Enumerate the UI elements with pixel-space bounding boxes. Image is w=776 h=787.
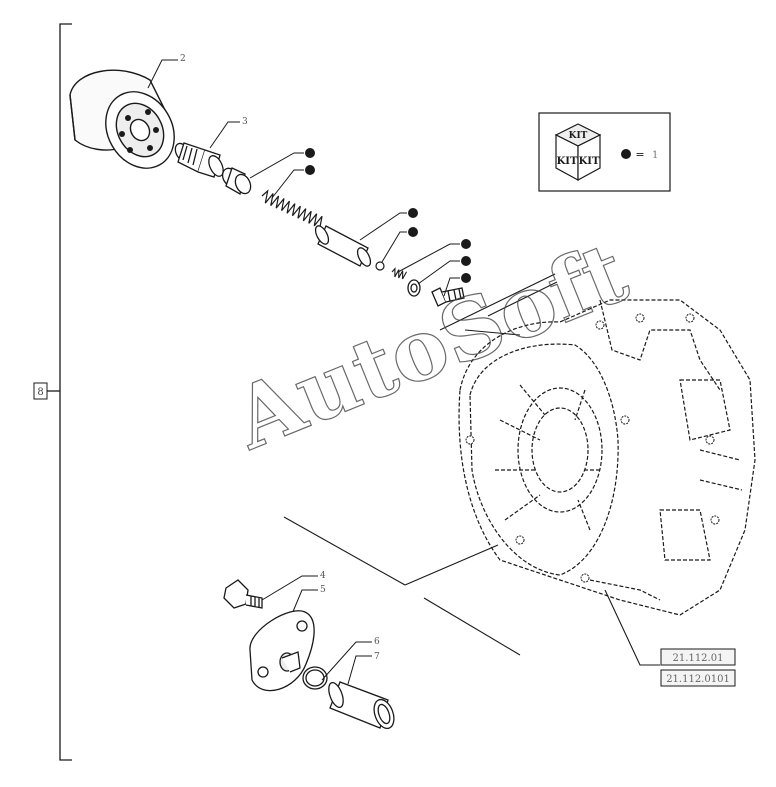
kit-badge-top: KIT — [569, 131, 588, 141]
reference-2-label: 21.112.0101 — [666, 674, 730, 685]
plug-bolt-part — [431, 287, 465, 307]
callout-7: 7 — [374, 652, 380, 662]
callout-numbers: 2 3 4 5 6 7 — [180, 54, 380, 662]
kit-number: 1 — [652, 150, 658, 161]
callout-3: 3 — [242, 117, 248, 127]
cover-plate-part — [249, 610, 315, 692]
reference-1[interactable]: 21.112.01 — [660, 648, 736, 666]
kit-bullet-icon — [305, 165, 315, 175]
callout-leaders — [147, 59, 372, 685]
section-label-box: 8 — [33, 382, 48, 400]
kit-bullet-icon — [408, 227, 418, 237]
kit-badge-left: KIT — [557, 156, 578, 167]
kit-bullet-icon — [621, 149, 631, 159]
kit-badge-right: KIT — [579, 156, 600, 167]
assembly-lines — [283, 273, 660, 666]
threaded-fitting-part — [174, 142, 224, 178]
kit-bullet-icon — [305, 148, 315, 158]
group-bracket — [47, 23, 72, 761]
callout-4: 4 — [320, 571, 326, 581]
ball-part — [375, 261, 385, 271]
transmission-housing — [458, 299, 756, 616]
washer-part — [407, 279, 421, 297]
spring-part — [261, 189, 323, 229]
kit-bullet-icon — [461, 273, 471, 283]
tube-part — [328, 681, 395, 730]
oil-filter-part — [69, 69, 175, 169]
small-spring-part — [391, 267, 408, 280]
kit-equals: = — [635, 148, 644, 161]
kit-bullets — [305, 148, 471, 283]
reference-1-label: 21.112.01 — [673, 653, 724, 664]
callout-6: 6 — [374, 637, 380, 647]
valve-seat-part — [221, 167, 252, 195]
callout-5: 5 — [320, 585, 326, 595]
kit-leaders — [249, 152, 460, 297]
callout-2: 2 — [180, 54, 186, 64]
watermark: AutoSoft — [219, 222, 640, 469]
reference-2[interactable]: 21.112.0101 — [660, 669, 736, 687]
kit-bullet-icon — [461, 239, 471, 249]
kit-legend: KIT KIT KIT = 1 — [538, 112, 671, 192]
piston-part — [314, 225, 372, 267]
section-label: 8 — [37, 387, 43, 398]
bolt-part — [223, 579, 263, 609]
o-ring-part — [302, 666, 328, 690]
kit-bullet-icon — [408, 208, 418, 218]
housing-bolts — [465, 313, 720, 583]
kit-bullet-icon — [461, 256, 471, 266]
